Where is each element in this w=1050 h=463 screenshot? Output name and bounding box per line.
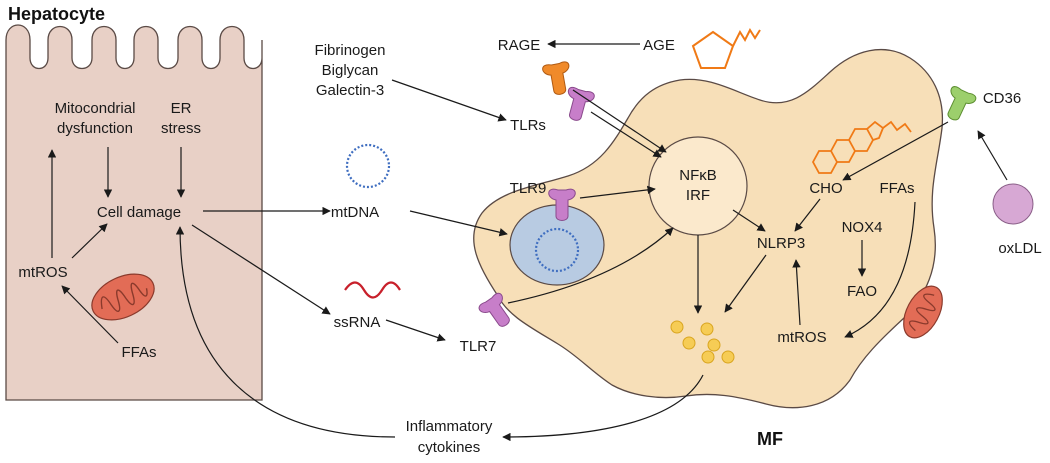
label-rage: RAGE — [498, 37, 541, 54]
label-hepatocyte-ffas: FFAs — [121, 344, 156, 361]
label-cytokines-1: Inflammatory — [406, 418, 493, 435]
cd36-receptor-icon — [947, 86, 977, 121]
label-ssrna: ssRNA — [334, 314, 381, 331]
rage-receptor-icon — [542, 61, 570, 95]
tlrs-receptor-icon — [567, 86, 595, 121]
inflammatory-granules-icon — [670, 320, 735, 364]
arrow-cd36-to-cho — [842, 121, 949, 181]
label-fibrinogen: Fibrinogen — [315, 42, 386, 59]
label-nfkb: NFκB — [679, 167, 717, 184]
arrow-tlr9-to-nfkb — [579, 185, 656, 199]
macrophage-title: MF — [757, 429, 783, 449]
label-nlrp3: NLRP3 — [757, 235, 805, 252]
label-irf: IRF — [686, 187, 710, 204]
label-tlrs: TLRs — [510, 117, 546, 134]
label-galectin3: Galectin-3 — [316, 82, 384, 99]
arrow-mtdna-to-endosome — [409, 210, 508, 237]
arrow-nlrp3-to-granules — [724, 254, 767, 313]
label-mito-dysfunction-2: dysfunction — [57, 120, 133, 137]
arrow-ffas-to-mtros — [61, 285, 119, 344]
label-er-stress-2: stress — [161, 120, 201, 137]
age-molecule-icon — [691, 27, 761, 69]
ssrna-strand-icon — [344, 281, 401, 299]
label-nox4: NOX4 — [842, 219, 883, 236]
endosome-dna-icon — [534, 227, 580, 273]
hepatocyte-cell — [5, 24, 263, 401]
arrow-rage-to-nfkb — [572, 89, 667, 153]
arrow-tlr7-to-nfkb — [507, 227, 674, 304]
label-mtdna: mtDNA — [331, 204, 379, 221]
label-cell-damage: Cell damage — [97, 204, 181, 221]
label-cd36: CD36 — [983, 90, 1021, 107]
hepatocyte-title: Hepatocyte — [8, 4, 105, 24]
label-biglycan: Biglycan — [322, 62, 379, 79]
arrow-granules-to-cytokines — [502, 374, 704, 442]
label-oxldl: oxLDL — [998, 240, 1041, 257]
arrow-dampss-to-tlrs — [391, 79, 507, 122]
label-tlr7: TLR7 — [460, 338, 497, 355]
label-er-stress-1: ER — [171, 100, 192, 117]
arrow-cytokines-to-damage — [175, 226, 396, 438]
arrow-damage-to-ssrna — [191, 224, 331, 315]
arrow-nfkb-to-nlrp3 — [732, 209, 766, 232]
label-age: AGE — [643, 37, 675, 54]
mtdna-circle-icon — [345, 143, 391, 189]
arrow-tlrs-to-nfkb — [590, 111, 662, 158]
arrow-ffas-to-mtros — [844, 201, 916, 338]
oxldl-particle-icon — [992, 183, 1034, 225]
nucleus — [648, 136, 748, 236]
cholesterol-molecule-icon — [811, 120, 912, 174]
label-hepatocyte-mtros: mtROS — [18, 264, 67, 281]
macrophage-mitochondrion-icon — [903, 285, 943, 339]
label-cytokines-2: cytokines — [418, 439, 481, 456]
arrow-ssrna-to-tlr7 — [385, 319, 446, 342]
arrow-mtros-to-nlrp3 — [792, 259, 801, 326]
tlr7-receptor-icon — [478, 292, 510, 327]
tlr9-receptor-icon — [548, 188, 576, 221]
arrow-mtros-to-damage — [71, 223, 108, 259]
hepatocyte-mitochondrion-icon — [91, 273, 155, 321]
label-macrophage-ffas: FFAs — [879, 180, 914, 197]
label-macrophage-mtros: mtROS — [777, 329, 826, 346]
label-cho: CHO — [809, 180, 842, 197]
label-fao: FAO — [847, 283, 877, 300]
arrow-oxldl-to-cd36 — [977, 130, 1008, 181]
arrow-cho-to-nlrp3 — [794, 198, 821, 232]
label-tlr9: TLR9 — [510, 180, 547, 197]
label-mito-dysfunction-1: Mitocondrial — [55, 100, 136, 117]
